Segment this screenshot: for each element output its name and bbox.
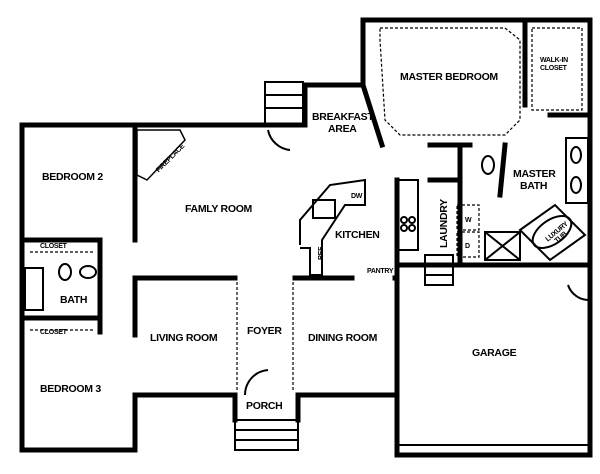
kitchen-counter xyxy=(299,178,419,276)
master-bath-fixtures xyxy=(481,137,589,262)
sink-icon xyxy=(79,265,97,279)
closet-label-lower: CLOSET xyxy=(40,329,68,336)
luxury-tub xyxy=(531,215,573,249)
walk-in-closet-label: WALK-IN xyxy=(540,57,568,64)
exterior-walls xyxy=(19,17,593,458)
refrigerator-label: REF. xyxy=(318,246,325,260)
breakfast-area-label-2: AREA xyxy=(328,123,357,135)
toilet-icon xyxy=(58,263,72,281)
dryer-label: D xyxy=(465,243,470,250)
interior-walls xyxy=(19,17,593,423)
fireplace xyxy=(136,129,186,181)
bedroom-3-label: BEDROOM 3 xyxy=(40,383,101,395)
living-room-label: LIVING ROOM xyxy=(150,332,218,344)
sink-icon xyxy=(312,199,336,219)
dishwasher-label: DW xyxy=(351,193,363,200)
washer-label: W xyxy=(465,217,472,224)
master-bedroom-label: MASTER BEDROOM xyxy=(400,71,498,83)
dryer xyxy=(456,231,480,258)
breakfast-area-label: BREAKFAST xyxy=(312,111,374,123)
kitchen-label: KITCHEN xyxy=(335,229,380,241)
family-room-label: FAMLY ROOM xyxy=(185,203,253,215)
pantry-label: PANTRY xyxy=(367,268,394,275)
porch-label: PORCH xyxy=(246,400,282,412)
walk-in-closet-label-2: CLOSET xyxy=(540,65,568,72)
dining-room-label: DINING ROOM xyxy=(308,332,378,344)
closet-label-upper: CLOSET xyxy=(40,243,68,250)
hall-bath-fixtures xyxy=(24,251,97,331)
bath-label: BATH xyxy=(60,294,87,306)
bathtub xyxy=(24,267,44,311)
stairs xyxy=(234,81,454,451)
range-counter xyxy=(397,179,419,251)
foyer-label: FOYER xyxy=(247,325,282,337)
shower xyxy=(484,231,521,261)
toilet-icon xyxy=(481,155,495,175)
doors xyxy=(236,129,591,446)
tray-ceiling xyxy=(379,27,521,136)
garage-label: GARAGE xyxy=(472,347,517,359)
bedroom-2-label: BEDROOM 2 xyxy=(42,171,103,183)
washer xyxy=(456,204,480,231)
master-bath-label: MASTER xyxy=(513,168,556,180)
master-bath-label-2: BATH xyxy=(520,180,547,192)
walk-in-closet-shelf xyxy=(531,27,583,111)
laundry-label: LAUNDRY xyxy=(438,199,450,248)
